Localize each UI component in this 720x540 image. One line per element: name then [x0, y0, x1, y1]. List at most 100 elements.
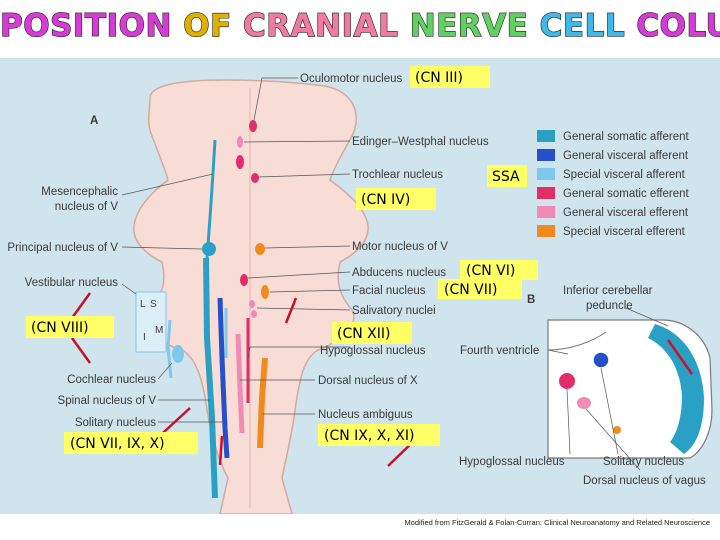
dorsal-nucleus-x — [235, 333, 245, 434]
legend-label-2: Special visceral afferent — [563, 169, 686, 181]
legend-label-5: Special visceral efferent — [563, 226, 686, 238]
label-trochlear: Trochlear nucleus — [352, 169, 443, 181]
legend: General somatic afferent General viscera… — [537, 130, 690, 238]
legend-swatch-5 — [537, 225, 555, 237]
salivatory-nucleus-1 — [249, 300, 255, 308]
oculomotor-nucleus — [249, 120, 257, 132]
label-dorsal-x: Dorsal nucleus of X — [318, 375, 418, 387]
source-credit: Modified from FitzGerald & Folan-Curran:… — [404, 518, 710, 527]
highlight-cn7 — [438, 279, 522, 299]
leader-lines — [121, 77, 351, 423]
highlight-cn6 — [460, 260, 538, 280]
legend-swatch-0 — [537, 130, 555, 142]
label-salivatory: Salivatory nuclei — [352, 305, 436, 317]
spinal-nucleus-v — [203, 257, 218, 499]
label-facial: Facial nucleus — [352, 285, 426, 297]
annotation-cn9: (CN IX, X, XI) — [324, 428, 414, 444]
highlight-cn4 — [356, 188, 436, 210]
highlight-ssa — [487, 165, 527, 187]
vestibular-letter-m: M — [155, 325, 163, 336]
fourth-ventricle-floor — [547, 331, 607, 351]
label-fourth-ventricle: Fourth ventricle — [460, 345, 539, 357]
legend-label-1: General visceral afferent — [563, 150, 689, 162]
label-oculomotor: Oculomotor nucleus — [300, 73, 403, 85]
label-mesencephalic-2: nucleus of V — [55, 201, 119, 213]
annotation-cn6: (CN VI) — [466, 263, 515, 279]
cochlear-nucleus-2 — [166, 319, 173, 379]
medulla-cross-section — [547, 319, 713, 459]
abducens-nucleus — [240, 274, 248, 286]
brainstem-diagram: L S M I — [7, 66, 713, 514]
legend-label-3: General somatic efferent — [563, 188, 690, 200]
highlight-cn9 — [318, 424, 440, 446]
panel-b-leaders — [547, 307, 669, 471]
title-word-4: CELL — [539, 7, 626, 44]
cochlear-nucleus — [172, 345, 184, 363]
salivatory-nucleus-2 — [251, 310, 257, 318]
vestibular-letter-s: S — [150, 299, 157, 310]
annotation-cn4: (CN IV) — [361, 192, 410, 208]
label-solitary: Solitary nucleus — [75, 417, 156, 429]
solitary-nucleus-b — [592, 351, 610, 369]
slide-title: POSITION OF CRANIAL NERVE CELL COLUMN — [0, 7, 720, 44]
label-cochlear: Cochlear nucleus — [67, 374, 156, 386]
oculomotor-nucleus-2 — [236, 155, 244, 169]
brainstem-outline — [133, 79, 369, 514]
label-spinal-v: Spinal nucleus of V — [58, 395, 157, 407]
label-vestibular: Vestibular nucleus — [25, 277, 119, 289]
annotation-cn3: (CN III) — [415, 70, 463, 86]
dorsal-nucleus-vagus-b — [577, 397, 591, 409]
title-word-5: COLUMN — [636, 7, 720, 44]
edinger-westphal-nucleus — [237, 136, 243, 148]
title-word-0: POSITION — [0, 7, 172, 44]
hypoglossal-nucleus-b — [559, 373, 575, 389]
annotation-cn8: (CN VIII) — [31, 320, 89, 336]
label-hypoglossal: Hypoglossal nucleus — [320, 345, 426, 357]
label-inferior-cerebellar: Inferior cerebellar — [563, 285, 653, 297]
label-edinger: Edinger–Westphal nucleus — [352, 136, 489, 148]
nucleus-ambiguus-b — [613, 426, 621, 434]
annotation-cn79: (CN VII, IX, X) — [70, 436, 165, 452]
panel-label-b: B — [527, 294, 535, 306]
annotation-ssa: SSA — [492, 169, 520, 185]
title-word-3: NERVE — [409, 7, 529, 44]
motor-nucleus-v — [255, 243, 265, 255]
label-abducens: Abducens nucleus — [352, 267, 446, 279]
legend-swatch-2 — [537, 168, 555, 180]
label-inferior-cerebellar-2: peduncle — [586, 300, 633, 312]
label-solitary-b: Solitary nucleus — [603, 456, 684, 468]
legend-swatch-1 — [537, 149, 555, 161]
legend-label-0: General somatic afferent — [563, 131, 690, 143]
highlight-cn3 — [410, 66, 490, 88]
legend-label-4: General visceral efferent — [563, 207, 689, 219]
title-word-2: CRANIAL — [242, 7, 399, 44]
vestibular-letter-l: L — [140, 299, 146, 310]
trochlear-nucleus — [251, 173, 259, 183]
spinal-trigeminal-band — [648, 324, 704, 454]
vestibular-letter-i: I — [143, 332, 146, 343]
panel-label-a: A — [90, 115, 98, 127]
highlight-cn12 — [332, 322, 412, 344]
highlight-cn8 — [26, 316, 114, 338]
highlight-cn79 — [64, 432, 198, 454]
label-mesencephalic: Mesencephalic — [41, 186, 118, 198]
label-hypoglossal-b: Hypoglossal nucleus — [459, 456, 565, 468]
mesencephalic-nucleus-v — [205, 139, 217, 259]
cn-annotations: (CN III) (CN IV) SSA (CN VI) (CN VII) (C… — [26, 66, 538, 454]
solitary-nucleus — [217, 297, 230, 459]
vestibular-nucleus-box — [135, 291, 167, 353]
title-word-1: OF — [183, 7, 232, 44]
label-motor-v: Motor nucleus of V — [352, 241, 448, 253]
annotation-cn7: (CN VII) — [444, 282, 497, 298]
nucleus-ambiguus — [257, 357, 268, 449]
legend-swatch-4 — [537, 206, 555, 218]
diagram-panel: L S M I — [0, 58, 720, 514]
legend-swatch-3 — [537, 187, 555, 199]
facial-nucleus — [261, 285, 269, 299]
label-ambiguus: Nucleus ambiguus — [318, 409, 413, 421]
label-dorsal-vagus-b: Dorsal nucleus of vagus — [583, 475, 706, 487]
principal-nucleus-v — [202, 242, 216, 256]
annotation-cn12: (CN XII) — [337, 326, 390, 342]
label-principal: Principal nucleus of V — [7, 242, 118, 254]
